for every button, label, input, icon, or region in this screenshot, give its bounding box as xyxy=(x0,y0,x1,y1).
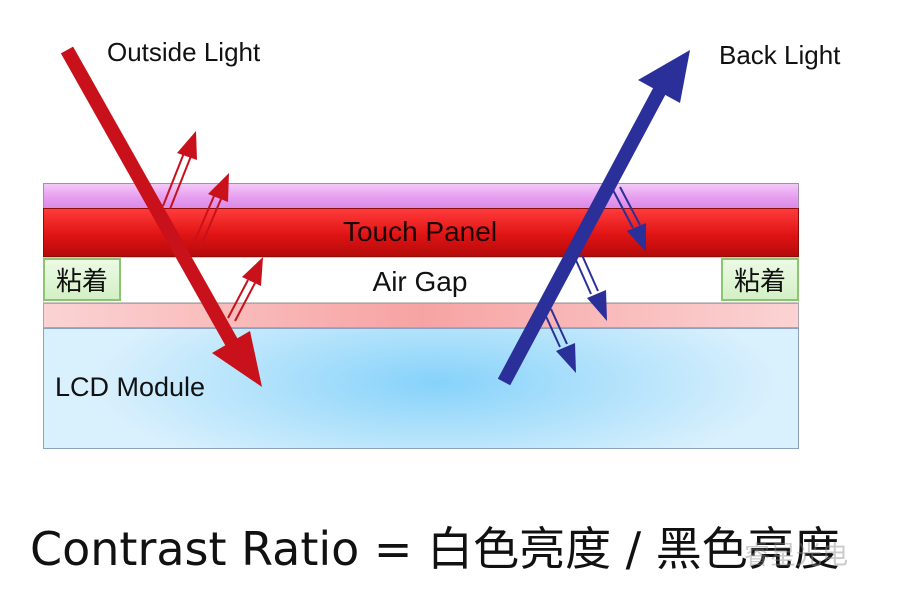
adhesive-right: 粘着 xyxy=(721,258,799,301)
back-light-arrow xyxy=(497,50,690,386)
outside-reflection-arrow-3 xyxy=(227,257,263,322)
touch-panel-label: Touch Panel xyxy=(342,216,498,247)
back-light-label: Back Light xyxy=(719,40,841,70)
lcd-module-layer xyxy=(43,328,799,449)
outside-reflection-arrow-1 xyxy=(162,131,197,210)
air-gap-layer xyxy=(43,257,799,303)
outside-reflection-arrow-2 xyxy=(192,173,229,249)
adhesive-right-label: 粘着 xyxy=(733,267,786,297)
back-reflection-arrow-1 xyxy=(612,186,646,252)
outside-light-label: Outside Light xyxy=(107,37,261,67)
contrast-ratio-formula: Contrast Ratio = 白色亮度 / 黑色亮度 xyxy=(30,522,840,576)
air-gap-label: Air Gap xyxy=(372,266,468,297)
adhesive-left: 粘着 xyxy=(43,258,121,301)
lcd-module-label: LCD Module xyxy=(55,372,206,402)
back-reflection-arrow-3 xyxy=(543,308,576,373)
bottom-film-layer xyxy=(43,303,799,328)
watermark-text: 睿星光电 xyxy=(744,541,849,571)
outside-light-arrow xyxy=(60,46,262,387)
back-reflection-arrow-2 xyxy=(574,254,607,321)
adhesive-left-label: 粘着 xyxy=(55,267,108,297)
